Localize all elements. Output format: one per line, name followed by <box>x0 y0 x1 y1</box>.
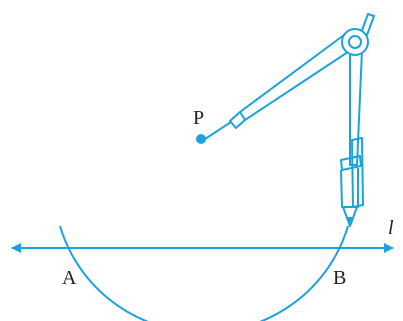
pencil-lead <box>347 217 353 226</box>
compass-icon <box>204 13 375 227</box>
label-b: B <box>333 267 346 289</box>
label-l: l <box>388 217 394 239</box>
label-a: A <box>62 267 77 289</box>
arc-ab <box>59 225 349 321</box>
label-p: P <box>193 107 204 129</box>
point-p-dot <box>196 134 206 144</box>
